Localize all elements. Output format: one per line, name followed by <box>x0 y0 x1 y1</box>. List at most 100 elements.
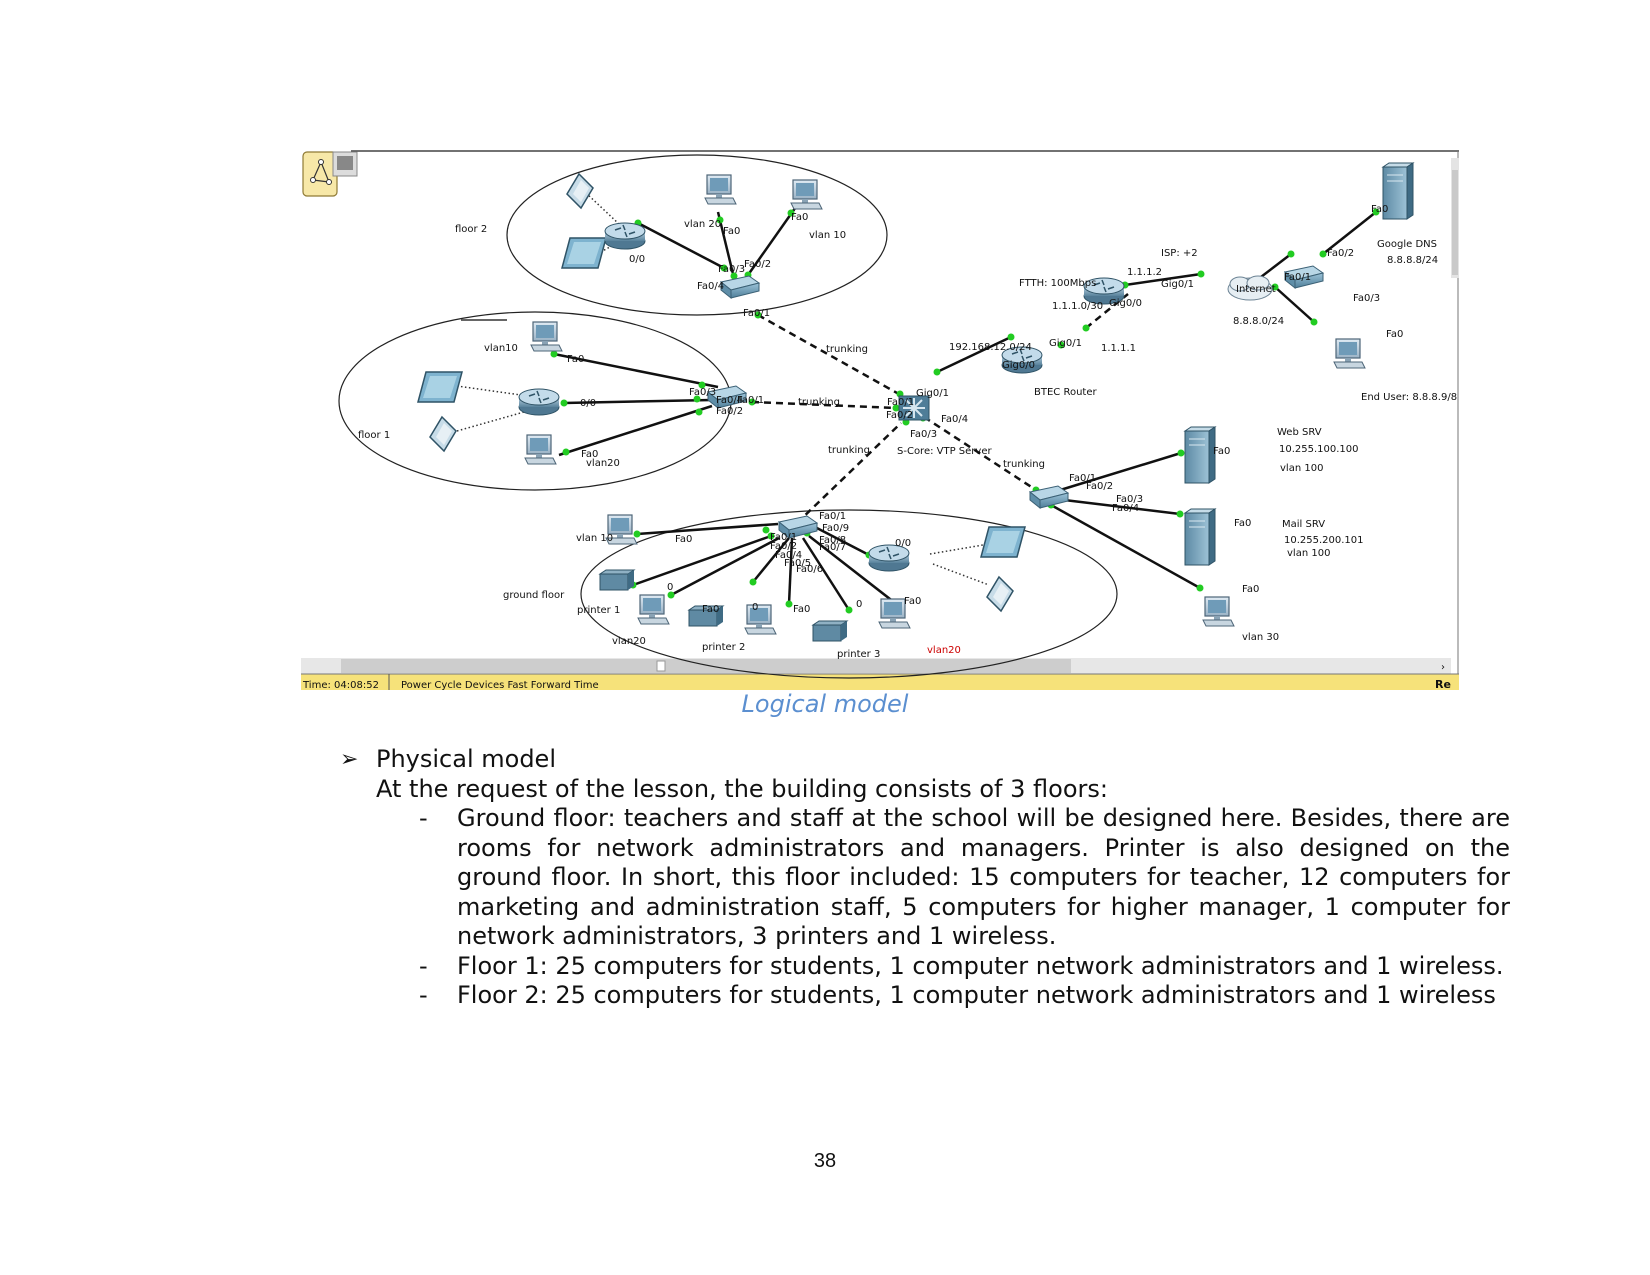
ground-sw-fa02: Fa0/2 <box>770 541 797 552</box>
isp-gig01: Gig0/1 <box>1161 279 1194 290</box>
scroll-right-arrow[interactable]: › <box>1441 662 1445 673</box>
srv-sw-fa04: Fa0/4 <box>1112 503 1139 514</box>
ground-sw-fa09: Fa0/9 <box>822 523 849 534</box>
ground-pc-vlan-icon[interactable] <box>744 604 777 635</box>
trunking-label-ground: trunking <box>828 445 870 456</box>
web-server-icon[interactable] <box>1184 426 1216 484</box>
mail-srv-name: Mail SRV <box>1282 519 1325 530</box>
dash-bullet-icon: - <box>419 951 428 980</box>
floor2-vlan20-label: vlan 20 <box>684 219 721 230</box>
printer-1-icon[interactable] <box>599 569 635 591</box>
packet-tracer-screenshot: › Time: 04:08:52 Power Cycle Devices Fas… <box>301 150 1459 690</box>
web-srv-vlan: vlan 100 <box>1280 463 1323 474</box>
ground-port-0-a: 0 <box>667 582 673 593</box>
internet-label: Internet <box>1236 284 1276 295</box>
dns-fa0: Fa0 <box>1371 204 1388 215</box>
floor1-label: floor 1 <box>358 430 390 441</box>
isp-ip-label: 1.1.1.2 <box>1127 267 1162 278</box>
router-gig01: Gig0/1 <box>1049 338 1082 349</box>
ground-sw-fa07: Fa0/7 <box>819 542 846 553</box>
router-lan-network: 192.168.12.0/24 <box>949 342 1032 353</box>
core-switch-name: S-Core: VTP Server <box>897 446 992 457</box>
ground-sw-fa01: Fa0/1 <box>819 511 846 522</box>
section-heading: Physical model <box>376 745 556 773</box>
list-item-text: Floor 1: 25 computers for students, 1 co… <box>457 951 1504 980</box>
floor1-pc-vlan10-icon[interactable] <box>530 321 563 352</box>
floor1-router-icon[interactable] <box>518 388 560 416</box>
list-item: -Floor 1: 25 computers for students, 1 c… <box>419 951 1510 982</box>
floor2-vlan10-label: vlan 10 <box>809 230 846 241</box>
ground-router-port: 0/0 <box>895 538 911 549</box>
printer-2-label: printer 2 <box>702 642 745 653</box>
server-farm-pc-icon[interactable] <box>1202 596 1235 627</box>
core-switch-icon[interactable] <box>898 395 930 421</box>
mail-srv-vlan: vlan 100 <box>1287 548 1330 559</box>
floor1-vlan10-label: vlan10 <box>484 343 518 354</box>
section-heading-line: ➢ Physical model <box>340 745 1510 775</box>
ground-vlan20-red-label: vlan20 <box>927 645 961 656</box>
mail-srv-ip: 10.255.200.101 <box>1284 535 1364 546</box>
btec-router-name: BTEC Router <box>1034 387 1097 398</box>
router-gig00: Gig0/0 <box>1002 360 1035 371</box>
ground-sw-fa04: Fa0/4 <box>775 550 802 561</box>
printer-3-icon[interactable] <box>812 620 848 642</box>
floor1-fa0-a: Fa0 <box>567 354 584 365</box>
router-wan-ip: 1.1.1.1 <box>1101 343 1136 354</box>
trunking-label-floor1: trunking <box>798 397 840 408</box>
ground-tablet-icon[interactable] <box>980 526 1026 558</box>
topology-tool-icon[interactable] <box>302 151 338 197</box>
ground-floor-label: ground floor <box>503 590 565 601</box>
floor2-router-icon[interactable] <box>604 222 646 250</box>
ground-sw-fa06: Fa0/6 <box>796 564 823 575</box>
floor2-sw-fa02: Fa0/2 <box>744 259 771 270</box>
status-actions[interactable]: Power Cycle Devices Fast Forward Time <box>401 680 599 690</box>
floor1-sw-fa02: Fa0/2 <box>716 406 743 417</box>
core-gig01: Gig0/1 <box>916 388 949 399</box>
internet-sw-fa03: Fa0/3 <box>1353 293 1380 304</box>
srv-sw-fa02: Fa0/2 <box>1086 481 1113 492</box>
google-dns-name: Google DNS <box>1377 239 1437 250</box>
dash-bullet-icon: - <box>419 804 428 832</box>
floor1-tablet-icon[interactable] <box>417 371 463 403</box>
ground-pc-vlan20-icon[interactable] <box>637 594 670 625</box>
end-user-pc-icon[interactable] <box>1333 338 1366 369</box>
ground-port-0-c: 0 <box>856 599 862 610</box>
core-fa02: Fa0/2 <box>886 410 913 421</box>
srv-sw-fa03: Fa0/3 <box>1116 494 1143 505</box>
status-bar <box>301 674 1459 690</box>
floor2-sw-fa03: Fa0/3 <box>718 264 745 275</box>
isp-wan-network: 1.1.1.0/30 <box>1052 301 1103 312</box>
page-number: 38 <box>813 1150 837 1172</box>
floor2-fa0-a: Fa0 <box>723 226 740 237</box>
web-srv-name: Web SRV <box>1277 427 1322 438</box>
srv-sw-fa01: Fa0/1 <box>1069 473 1096 484</box>
floor2-tablet-icon[interactable] <box>561 237 607 269</box>
ground-fa0-d: Fa0 <box>904 596 921 607</box>
floor2-fa0-b: Fa0 <box>791 212 808 223</box>
core-fa01: Fa0/1 <box>887 397 914 408</box>
ground-vlan20-label: vlan20 <box>612 636 646 647</box>
physical-model-section: ➢ Physical model At the request of the l… <box>340 745 1510 1011</box>
ground-fa0-b: Fa0 <box>702 604 719 615</box>
list-item: -Floor 2: 25 computers for students, 1 c… <box>419 981 1510 1011</box>
ground-sw-fa0-1: Fa0/1 <box>770 532 797 543</box>
list-item: -Ground floor: teachers and staff at the… <box>419 804 1510 952</box>
google-dns-ip: 8.8.8.8/24 <box>1387 255 1438 266</box>
floor2-label: floor 2 <box>455 224 487 235</box>
floor2-sw-fa01: Fa0/1 <box>743 308 770 319</box>
floors-list: -Ground floor: teachers and staff at the… <box>340 804 1510 1011</box>
srv-pc-vlan: vlan 30 <box>1242 632 1279 643</box>
dash-bullet-icon: - <box>419 981 428 1009</box>
floor-2-boundary <box>506 154 888 316</box>
core-fa04: Fa0/4 <box>941 414 968 425</box>
trunking-label-servers: trunking <box>1003 459 1045 470</box>
floor1-pc-vlan20-icon[interactable] <box>524 434 557 465</box>
internet-network: 8.8.8.0/24 <box>1233 316 1284 327</box>
isp-gig00: Gig0/0 <box>1109 298 1142 309</box>
web-srv-fa0: Fa0 <box>1213 446 1230 457</box>
floor2-pc-vlan10-icon[interactable] <box>790 179 823 210</box>
status-time: Time: 04:08:52 <box>302 680 379 690</box>
mail-server-icon[interactable] <box>1184 508 1216 566</box>
floor2-pc-vlan20-icon[interactable] <box>704 174 737 205</box>
floor1-fa0-b: Fa0 <box>581 449 598 460</box>
